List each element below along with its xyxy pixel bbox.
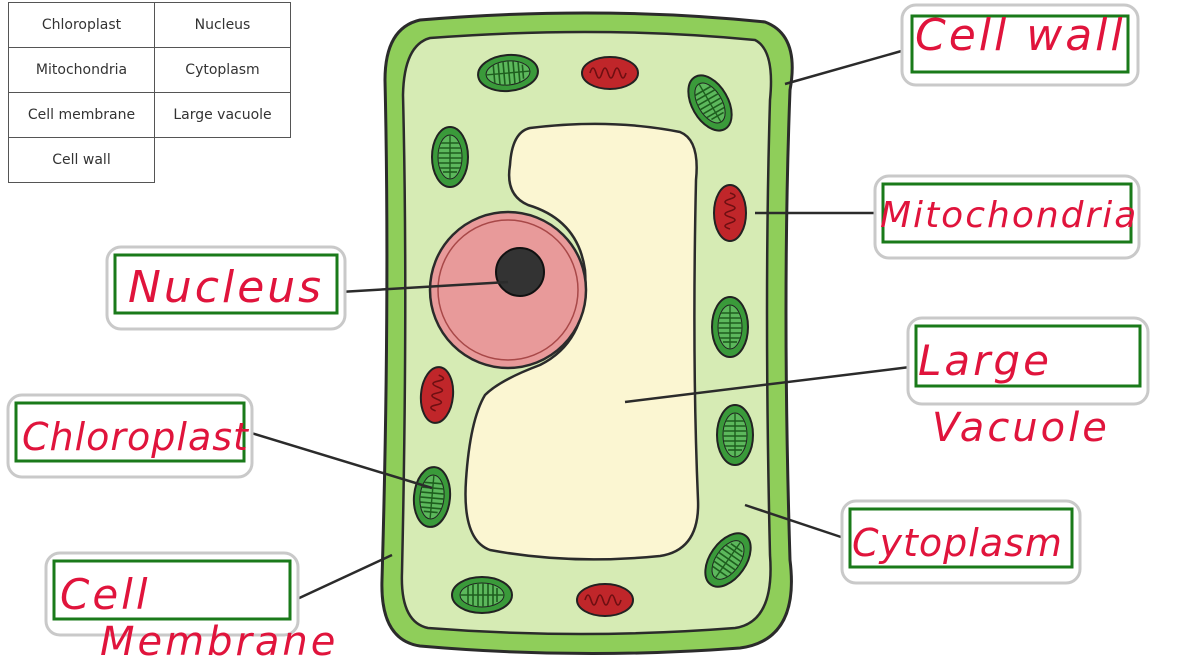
mitochondria-shape [714, 185, 746, 241]
answer-chloroplast: Chloroplast [22, 418, 249, 456]
nucleolus-shape [496, 248, 544, 296]
chloroplast-shape [717, 405, 753, 465]
answer-nucleus: Nucleus [128, 266, 324, 310]
chloroplast-shape [432, 127, 468, 187]
answer-large: Large [918, 340, 1052, 382]
answer-cell: Cell [60, 574, 151, 616]
chloroplast-shape [712, 297, 748, 357]
answer-membrane: Membrane [100, 622, 338, 662]
answer-cytoplasm: Cytoplasm [852, 524, 1063, 562]
answer-vacuole: Vacuole [932, 408, 1110, 448]
answer-cell-wall: Cell wall [915, 14, 1126, 58]
mitochondria-shape [582, 57, 638, 89]
mitochondria-shape [577, 584, 633, 616]
answer-mitochondria: Mitochondria [880, 198, 1138, 234]
chloroplast-shape [452, 577, 512, 613]
